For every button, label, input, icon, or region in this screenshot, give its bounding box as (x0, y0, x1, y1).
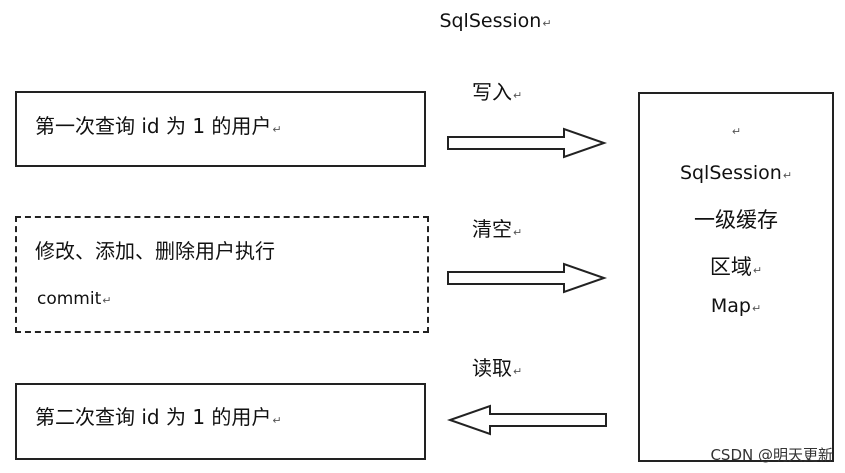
write-label: 写入↵ (472, 80, 523, 104)
clear-arrow (447, 262, 608, 294)
second-query-text: 第二次查询 id 为 1 的用户↵ (35, 405, 282, 429)
write-arrow (447, 127, 608, 159)
cache-empty-line: ↵ (731, 125, 742, 138)
cache-level-label: 一级缓存 (694, 208, 778, 232)
read-arrow (446, 404, 607, 436)
second-query-box: 第二次查询 id 为 1 的用户↵ (15, 383, 426, 460)
cache-title: SqlSession↵ (679, 162, 793, 184)
first-query-text: 第一次查询 id 为 1 的用户↵ (35, 114, 282, 138)
clear-label: 清空↵ (472, 217, 523, 241)
cache-map-label: Map↵ (710, 295, 762, 317)
first-query-box: 第一次查询 id 为 1 的用户↵ (15, 91, 426, 167)
read-label: 读取↵ (472, 356, 523, 380)
sqlsession-cache-box: ↵ SqlSession↵ 一级缓存 区域↵ Map↵ (638, 92, 834, 462)
cache-region-label: 区域↵ (709, 255, 763, 279)
diagram-title: SqlSession↵ (439, 10, 552, 32)
modify-commit-text-line1: 修改、添加、删除用户执行 (35, 239, 275, 263)
csdn-watermark: CSDN @明天更新 (710, 446, 833, 464)
modify-commit-text-line2: commit↵ (37, 289, 112, 309)
modify-commit-box: 修改、添加、删除用户执行 commit↵ (15, 216, 429, 333)
